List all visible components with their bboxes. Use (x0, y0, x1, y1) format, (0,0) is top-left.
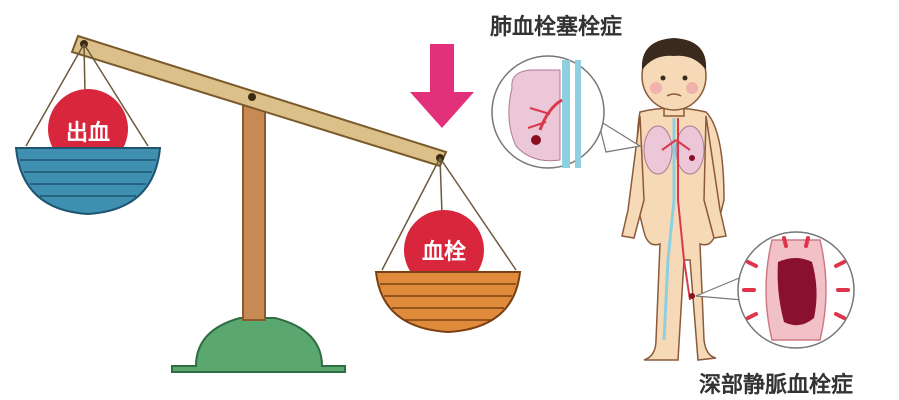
scale-pole (242, 97, 266, 321)
scale-base (171, 317, 346, 373)
dvt-label: 深部静脈血栓症 (699, 372, 853, 398)
down-arrow-icon (410, 44, 474, 128)
left-bowl (14, 147, 162, 216)
clot-label: 血栓 (422, 239, 466, 265)
left-bowl-lines (20, 159, 156, 197)
vessels (661, 118, 691, 341)
lung-clot-dot (689, 155, 695, 161)
clot-ball (404, 210, 484, 290)
beam-pivot-center (248, 93, 256, 101)
pulmonary-embolism-label: 肺血栓塞栓症 (490, 14, 622, 40)
leg-clot-dot (689, 293, 695, 299)
lung-magnifier (491, 55, 642, 169)
balance-scale-icon: 出血 血栓 (14, 34, 522, 373)
right-bowl-lines (380, 283, 516, 321)
lungs (643, 125, 705, 175)
bleeding-label: 出血 (66, 120, 110, 146)
leg-vein-magnifier (695, 231, 855, 349)
right-bowl (374, 271, 522, 334)
face (650, 75, 698, 97)
